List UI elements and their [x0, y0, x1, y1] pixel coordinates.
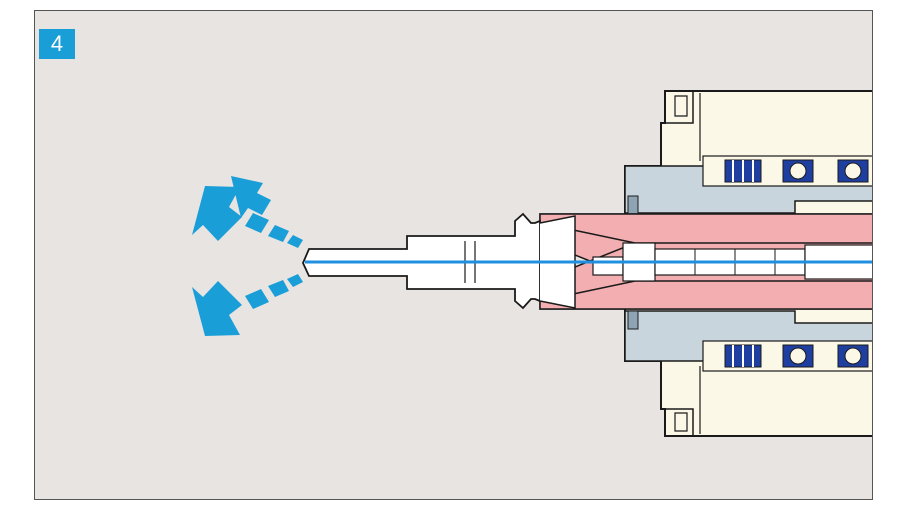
bearing-icon: [782, 344, 814, 368]
bearing-icon: [724, 344, 762, 368]
diagram-panel: 4: [34, 10, 873, 500]
spindle-cross-section-diagram: [192, 90, 872, 437]
coolant-spray-arrow-icon: [192, 176, 303, 248]
bearing-icon: [837, 159, 869, 183]
bearing-icon: [724, 159, 762, 183]
upper-bearing-set: [702, 155, 872, 187]
step-number-badge: 4: [39, 29, 75, 59]
spindle-shaft: [539, 213, 872, 310]
lower-bearing-set: [702, 340, 872, 372]
coolant-spray-arrow-icon: [192, 274, 303, 336]
bearing-icon: [782, 159, 814, 183]
bearing-icon: [837, 344, 869, 368]
